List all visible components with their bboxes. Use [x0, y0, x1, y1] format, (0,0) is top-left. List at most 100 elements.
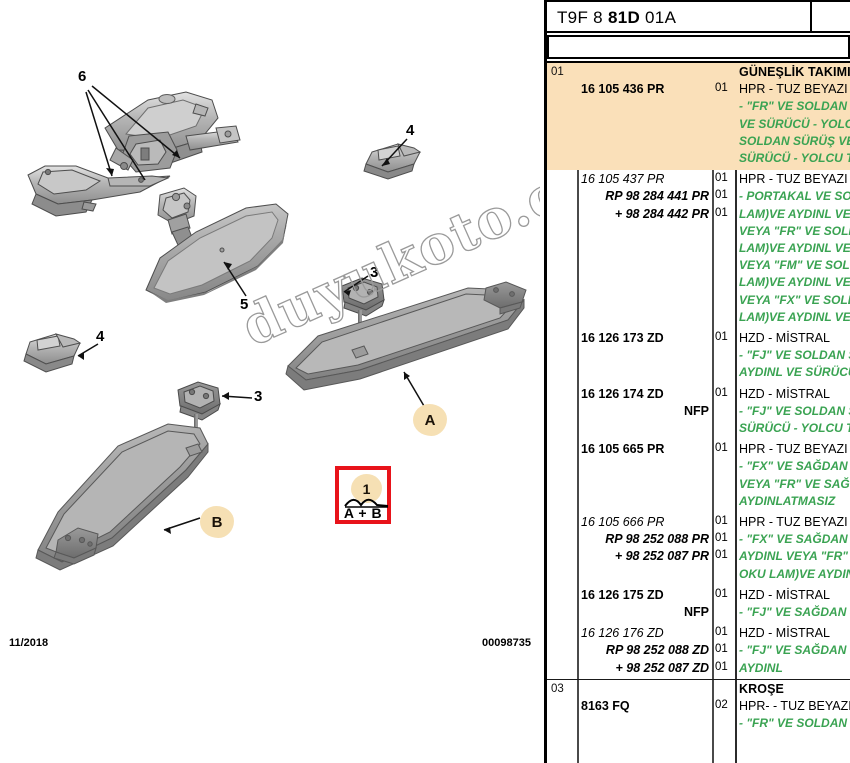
table-cell-part-number[interactable]: 16 126 176 ZD — [581, 626, 664, 641]
table-cell-description-note: AYDINL — [739, 660, 783, 675]
header-code-bold: 81D — [607, 8, 641, 27]
table-cell-description: HPR - TUZ BEYAZI — [739, 82, 848, 97]
header-divider — [810, 2, 812, 33]
table-cell-description-note: SOLDAN SÜRÜŞ VE — [739, 133, 850, 148]
table-cell-description-note: SÜRÜCÜ - YOLCU T — [739, 151, 850, 165]
table-cell-description: HZD - MİSTRAL — [739, 587, 830, 602]
table-cell-quantity: 01 — [715, 331, 728, 343]
table-cell-group-title: GÜNEŞLİK TAKIMI — [739, 65, 850, 79]
table-cell-quantity: 01 — [715, 532, 728, 545]
part-sun-visor-b — [35, 423, 209, 571]
table-cell-part-number[interactable]: 16 126 174 ZD — [581, 386, 664, 401]
table-cell-group-title: KROŞE — [739, 681, 784, 696]
table-cell-description-note: VEYA "FX" VE SOLD — [739, 292, 850, 307]
table-cell-quantity: 01 — [715, 386, 728, 399]
table-cell-description-note: LAM)VE AYDINL VE — [739, 241, 850, 255]
column-separator-part — [712, 63, 714, 763]
callout-badge-a: A — [413, 404, 447, 436]
header-code-prefix: T9F 8 — [557, 8, 608, 27]
callout-number-4-lower: 4 — [96, 328, 105, 345]
header-code: T9F 8 81D 01A — [557, 8, 676, 28]
table-cell-quantity: 01 — [715, 82, 728, 95]
callout-number-6: 6 — [78, 68, 87, 85]
table-cell-description-note: - "FX" VE SAĞDAN S — [739, 459, 850, 474]
table-cell-part-number[interactable]: RP 98 252 088 PR — [605, 532, 709, 547]
table-cell-part-number[interactable]: 16 105 436 PR — [581, 82, 665, 97]
table-group-separator — [547, 678, 850, 681]
part-rear-view-mirror — [145, 187, 289, 303]
table-cell-part-number[interactable]: 16 126 175 ZD — [581, 587, 664, 602]
table-cell-description: HPR - TUZ BEYAZI — [739, 172, 848, 187]
table-cell-description-note: VEYA "FR" VE SAĞD — [739, 476, 850, 491]
callout-number-4-upper: 4 — [406, 122, 415, 139]
table-cell-quantity: 02 — [715, 699, 728, 711]
legend-number: 1 — [351, 474, 382, 503]
table-cell-description-note: AYDINL VE SÜRÜCÜ — [739, 365, 850, 380]
table-cell-quantity: 01 — [715, 442, 728, 455]
table-group-separator — [547, 384, 850, 386]
part-mirror-housing-upper — [104, 91, 241, 173]
table-cell-part-number[interactable]: NFP — [684, 403, 709, 418]
part-mirror-cover-lower — [27, 165, 171, 217]
table-cell-part-number[interactable]: 16 105 437 PR — [581, 172, 665, 187]
legend-arc-icon — [344, 498, 389, 508]
diagram-number: 00098735 — [482, 637, 531, 649]
table-cell-quantity: 01 — [715, 549, 728, 562]
table-cell-part-number[interactable]: 8163 FQ — [581, 699, 630, 713]
table-group-separator — [547, 328, 850, 330]
table-cell-quantity: 01 — [715, 643, 728, 656]
column-separator-qty — [735, 63, 737, 763]
column-separator-group — [577, 63, 579, 763]
table-cell-part-number[interactable]: + 98 252 087 ZD — [615, 660, 709, 675]
table-cell-part-number[interactable]: 16 105 666 PR — [581, 515, 665, 529]
table-group-separator — [547, 439, 850, 441]
table-group-separator — [547, 512, 850, 514]
parts-diagram-panel: 6 4 5 4 3 3 A B 1 A + B duyukoto.com 11/… — [9, 68, 540, 649]
exploded-parts-illustration — [23, 85, 527, 571]
table-cell-part-number[interactable]: + 98 284 442 PR — [614, 206, 709, 221]
table-cell-description-note: - "FX" VE SAĞDAN S — [739, 532, 850, 547]
table-cell-quantity: 01 — [715, 172, 728, 185]
table-cell-quantity: 01 — [715, 189, 728, 202]
table-cell-part-number[interactable]: 16 126 173 ZD — [581, 331, 664, 345]
table-cell-part-number[interactable]: 16 105 665 PR — [581, 442, 665, 457]
part-bracket-clip-lower — [23, 333, 82, 373]
table-cell-description: HPR - TUZ BEYAZI — [739, 442, 848, 457]
table-cell-description-note: LAM)VE AYDINL VE — [739, 206, 850, 221]
table-cell-description-note: - "FJ" VE SOLDAN SU — [739, 403, 850, 418]
callout-number-3-lower: 3 — [254, 388, 263, 405]
table-cell-part-number[interactable]: NFP — [684, 605, 709, 619]
table-cell-description: HZD - MİSTRAL — [739, 331, 830, 345]
table-cell-part-number[interactable]: RP 98 284 441 PR — [605, 189, 709, 204]
table-cell-description-note: VEYA "FR" VE SOLD — [739, 223, 850, 238]
table-group-highlight — [547, 63, 850, 171]
part-visor-bracket-b — [177, 381, 221, 458]
table-cell-description-note: - "FR" VE SOLDAN S — [739, 716, 850, 731]
table-group-number: 01 — [551, 66, 564, 78]
table-cell-description-note: LAM)VE AYDINL VE — [739, 309, 850, 324]
table-cell-description-note: AYDINL VEYA "FR" V — [739, 549, 850, 564]
callout-number-3-upper: 3 — [370, 264, 379, 281]
table-cell-part-number[interactable]: + 98 252 087 PR — [614, 549, 709, 564]
header-code-suffix: 01A — [640, 8, 677, 27]
table-cell-description-note: - "FJ" VE SOLDAN SU — [739, 348, 850, 363]
table-cell-description-note: VE SÜRÜCÜ - YOLC — [739, 116, 850, 131]
table-cell-part-number[interactable]: RP 98 252 088 ZD — [605, 643, 709, 658]
table-group-separator — [547, 585, 850, 587]
table-cell-quantity: 01 — [715, 626, 728, 639]
table-cell-description: HZD - MİSTRAL — [739, 386, 830, 401]
table-cell-description-note: AYDINLATMASIZ — [739, 493, 836, 508]
table-cell-description: HPR- - TUZ BEYAZI — [739, 699, 850, 713]
table-group-separator — [547, 623, 850, 625]
part-bracket-clip-upper — [363, 143, 422, 180]
leader-arrowheads — [78, 150, 410, 534]
callout-number-5: 5 — [240, 296, 249, 313]
callout-badge-b: B — [200, 506, 234, 538]
table-cell-description: HZD - MİSTRAL — [739, 626, 830, 641]
table-cell-quantity: 01 — [715, 587, 728, 600]
table-cell-quantity: 01 — [715, 660, 728, 673]
table-subheader-row — [547, 35, 850, 59]
table-cell-description-note: - "FR" VE SOLDAN S — [739, 99, 850, 114]
table-cell-quantity: 01 — [715, 206, 728, 219]
